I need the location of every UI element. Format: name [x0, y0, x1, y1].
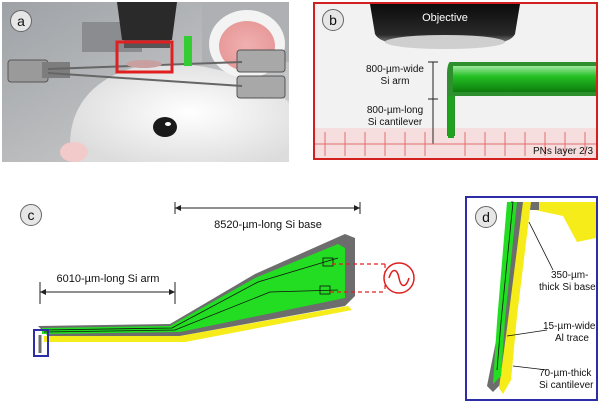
al-trace — [496, 201, 514, 371]
probe-yellow-layer — [44, 306, 352, 342]
cantilever-thickness-line2: Si cantilever — [539, 380, 594, 391]
tip-highlight-box — [33, 329, 49, 357]
right-holder-bottom — [236, 75, 286, 99]
neuron-layer — [315, 132, 596, 156]
panel-letter-d: d — [475, 206, 497, 228]
contact-pad-1 — [322, 257, 334, 267]
objective-label: Objective — [422, 12, 468, 24]
tip-closeup-diagram: 350-µm- thick Si base 15-µm-wide Al trac… — [487, 201, 596, 394]
trace-width-line1: 15-µm-wide — [543, 321, 596, 332]
si-base-yellow — [535, 202, 596, 242]
panel-a-mouse-illustration: a — [2, 2, 289, 162]
cantilever-length-line2: Si cantilever — [368, 117, 423, 128]
arm-width-line1: 800-µm-wide — [366, 64, 424, 75]
arm-length-label: 6010-µm-long Si arm — [57, 273, 160, 285]
panel-c-probe-layout: 8520-µm-long Si base 6010-µm-long Si arm… — [0, 196, 440, 402]
base-thickness-line1: 350-µm- — [551, 270, 588, 281]
pn-layer-label: PNs layer 2/3 — [533, 146, 593, 157]
highlight-box — [115, 40, 174, 74]
cantilever-thickness-line1: 70-µm-thick — [539, 368, 592, 379]
panel-letter-c: c — [20, 204, 42, 226]
contact-pad-2 — [319, 285, 331, 295]
closeup-diagram: Objective 800-µm-wide Si arm 800-µm-long… — [315, 4, 596, 158]
objective-lens — [117, 2, 177, 40]
mouse-eye — [153, 117, 177, 137]
mouse-render — [2, 2, 289, 162]
panel-letter-b: b — [322, 9, 344, 31]
probe-layout-diagram: 8520-µm-long Si base 6010-µm-long Si arm — [33, 202, 415, 357]
panel-b-cantilever-closeup: Objective 800-µm-wide Si arm 800-µm-long… — [313, 2, 598, 160]
right-holder-top — [236, 49, 286, 73]
cantilever-length-line1: 800-µm-long — [367, 105, 423, 116]
cantilever-yellow — [499, 202, 531, 394]
arm-width-line2: Si arm — [381, 76, 410, 87]
si-cantilever — [448, 96, 454, 138]
base-length-label: 8520-µm-long Si base — [214, 219, 322, 231]
panel-d-tip-closeup: 350-µm- thick Si base 15-µm-wide Al trac… — [465, 196, 598, 401]
mouse-head — [70, 63, 289, 162]
base-thickness-line2: thick Si base — [539, 282, 596, 293]
trace-width-line2: Al trace — [555, 333, 589, 344]
probe-green-layer — [42, 244, 345, 334]
cantilever-green — [493, 202, 517, 384]
probe-green — [184, 36, 192, 66]
panel-letter-a: a — [10, 10, 32, 32]
